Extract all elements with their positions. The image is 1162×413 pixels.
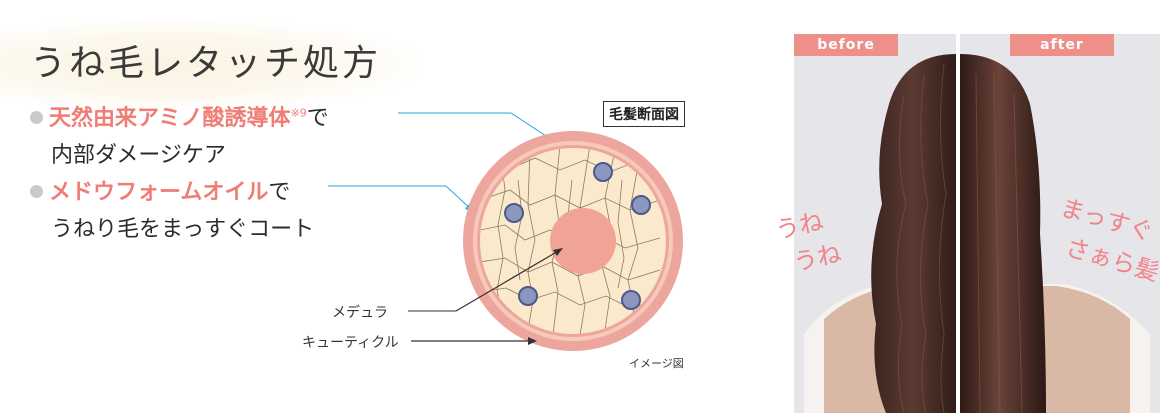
label-medulla: メデュラ — [332, 305, 388, 321]
bullet-icon — [30, 184, 43, 198]
hair-cross-section-diagram — [328, 112, 683, 351]
amino-dot — [593, 162, 613, 182]
title-background — [0, 20, 420, 110]
before-tag: before — [794, 34, 898, 56]
leader-line-oil — [328, 185, 475, 213]
point-2-line-1: メドウフォームオイルで — [30, 174, 290, 206]
bullet-icon — [30, 110, 43, 124]
point-1-line-1: 天然由来アミノ酸誘導体※9で — [30, 100, 329, 132]
hair-illustration — [804, 54, 1150, 413]
point-1-note: ※9 — [290, 106, 307, 120]
amino-dot — [518, 286, 538, 306]
diagram-title: 毛髪断面図 — [603, 101, 685, 127]
before-after-photo — [794, 34, 1160, 413]
point-1-line-2: 内部ダメージケア — [51, 143, 226, 168]
page-title: うね毛レタッチ処方 — [30, 43, 382, 84]
point-2-highlight: メドウフォームオイル — [49, 180, 269, 205]
image-note: イメージ図 — [629, 357, 684, 370]
point-1-highlight: 天然由来アミノ酸誘導体 — [49, 106, 291, 131]
photo-divider — [956, 34, 960, 413]
amino-dot — [621, 290, 641, 310]
medulla — [550, 208, 616, 274]
point-2-suffix: で — [268, 180, 291, 205]
label-cuticle: キューティクル — [302, 335, 399, 351]
point-2-line-2: うねり毛をまっすぐコート — [51, 217, 315, 242]
point-1-suffix: で — [306, 106, 329, 131]
amino-dot — [631, 195, 651, 215]
amino-dot — [504, 203, 524, 223]
after-tag: after — [1010, 34, 1114, 56]
